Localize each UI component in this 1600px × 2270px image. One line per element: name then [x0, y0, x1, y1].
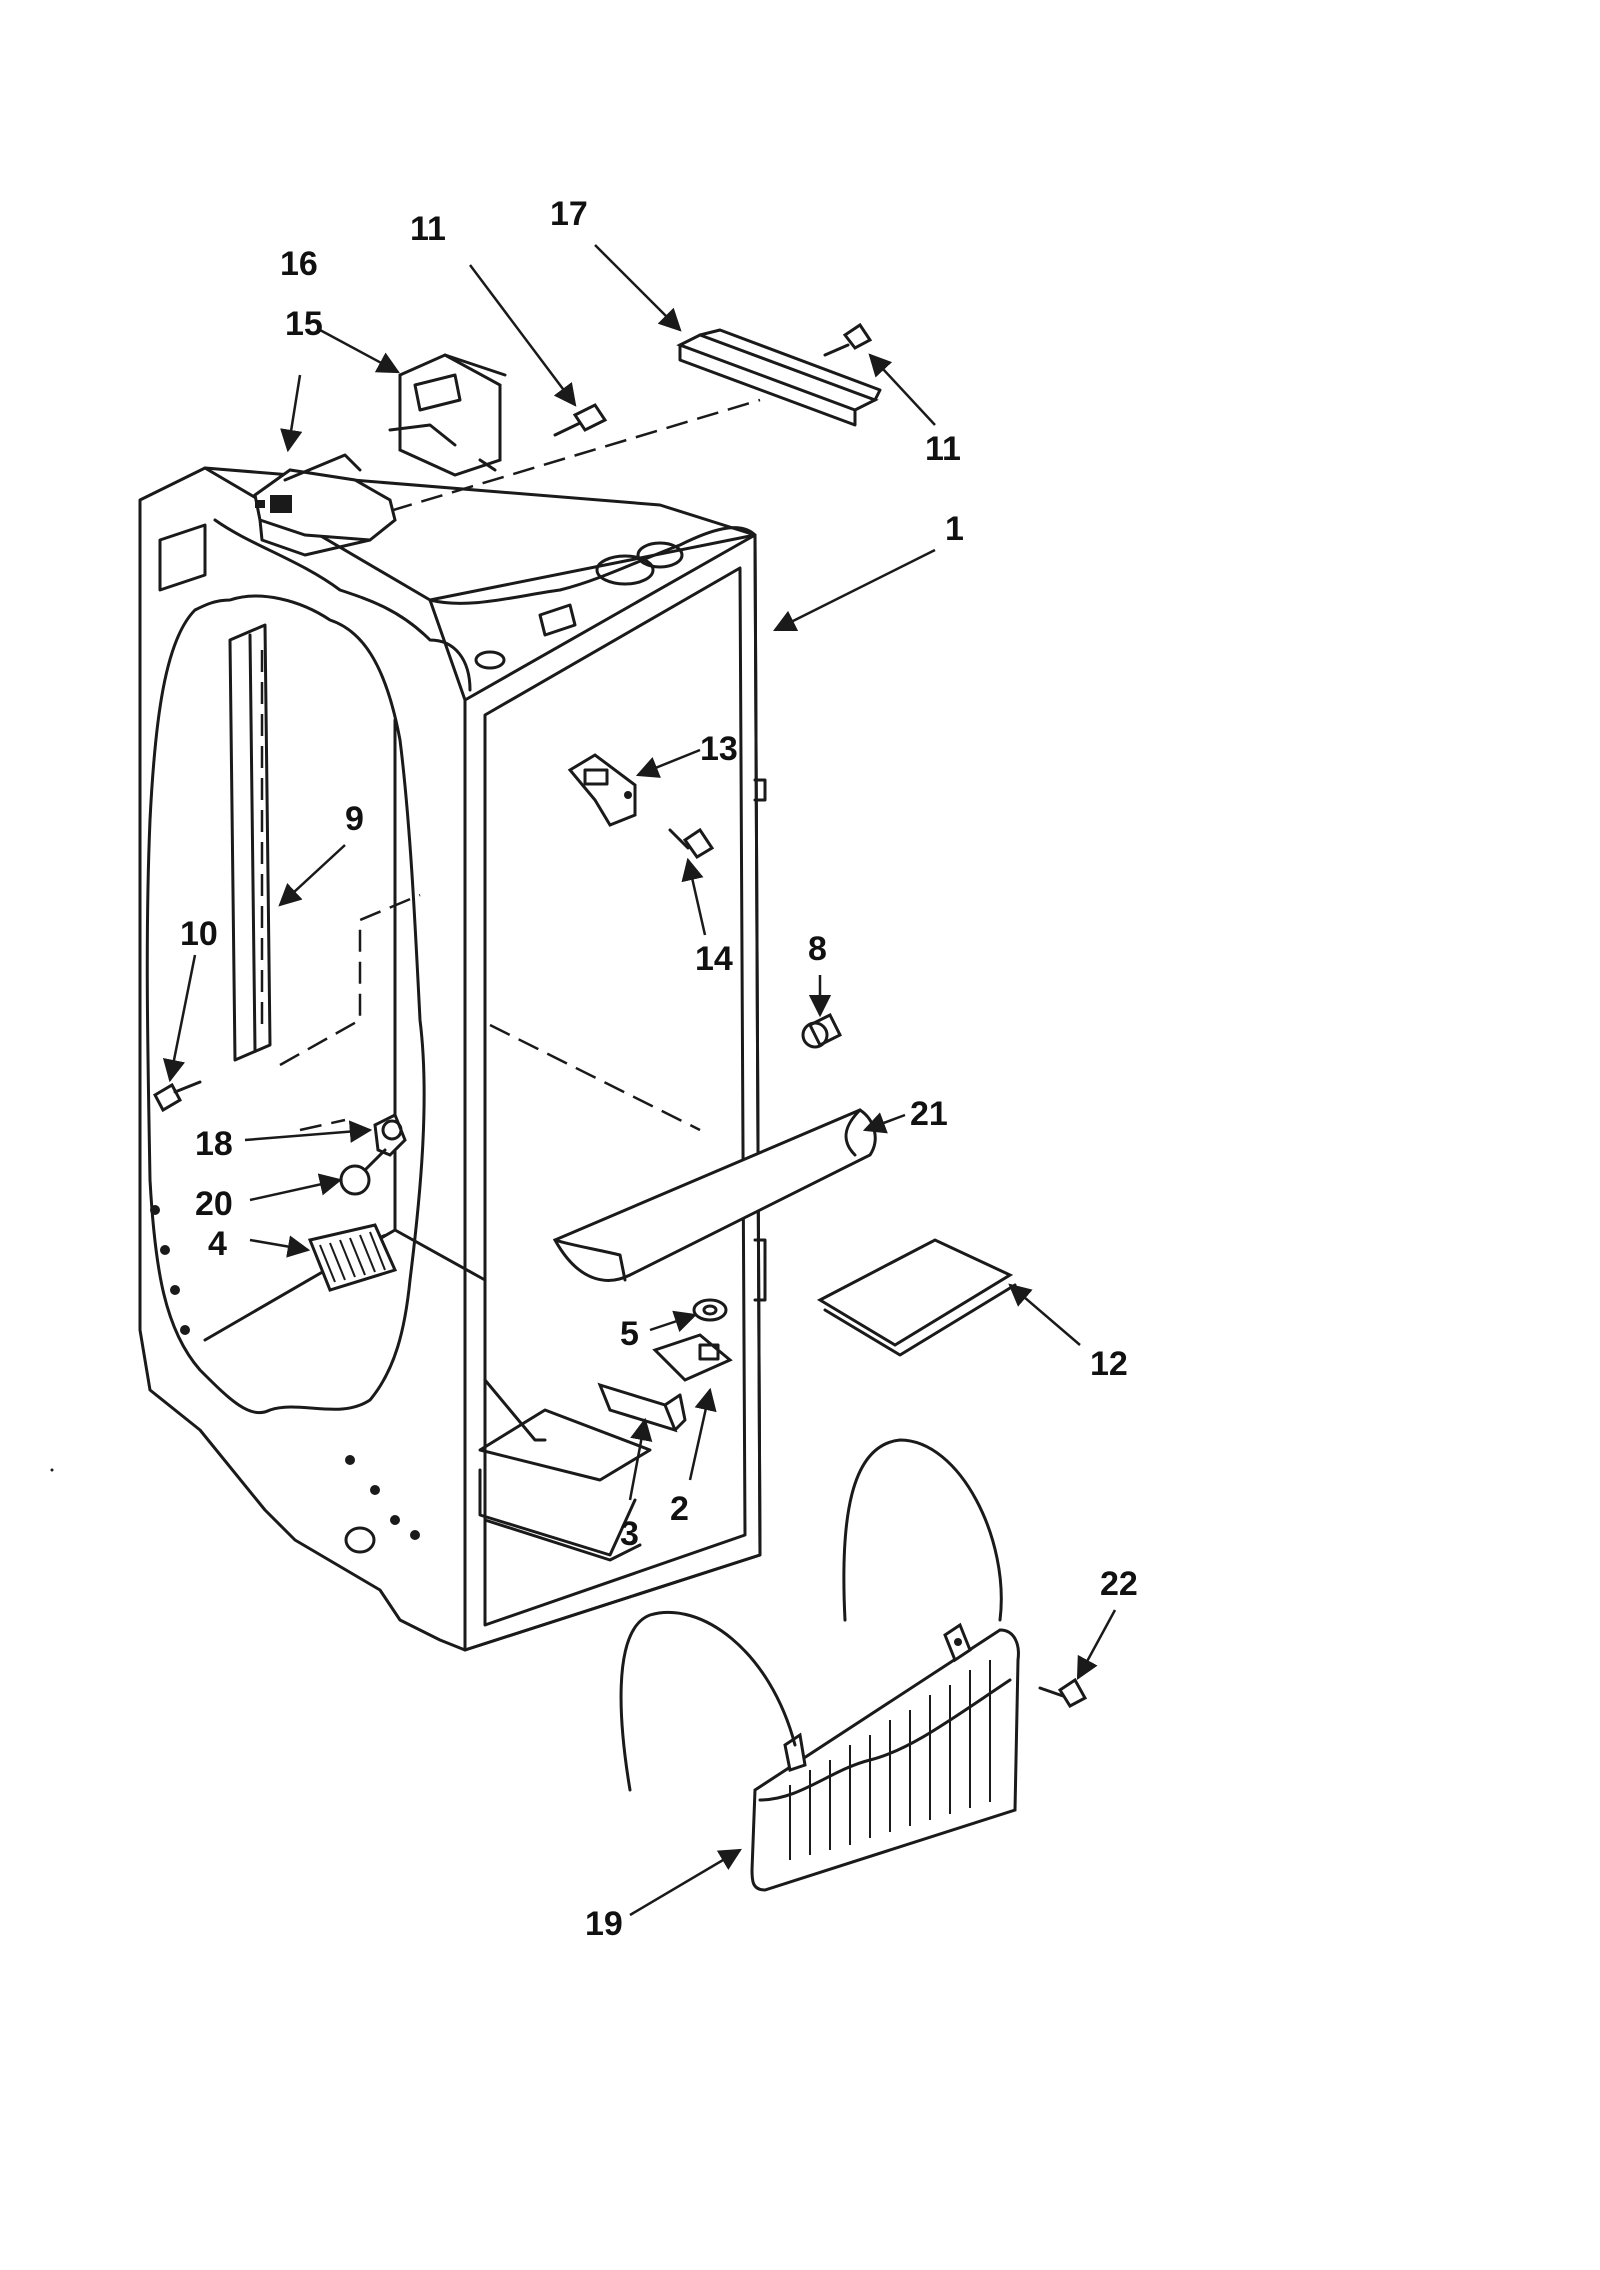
part-18-lamp-socket: [373, 1112, 407, 1157]
part-20-bulb: [339, 1148, 387, 1196]
callout-21: 21: [910, 1095, 948, 1133]
part-15-control-housing: [253, 453, 397, 557]
part-4-grille: [307, 1223, 398, 1292]
cabinet-liner: [138, 466, 767, 1652]
callout-5: 5: [620, 1315, 639, 1353]
callout-8: 8: [808, 930, 827, 968]
callout-17: 17: [550, 195, 588, 233]
part-14-screw: [668, 827, 715, 860]
part-21-light-shield: [552, 1108, 877, 1282]
callout-20: 20: [195, 1185, 233, 1223]
callout-13: 13: [700, 730, 738, 768]
callout-labels: 1 2 3 4 5 8 9 10 11 11 12 13 14 15 16 17…: [180, 195, 1138, 1943]
callout-11-right: 11: [925, 430, 961, 468]
callout-9: 9: [345, 800, 364, 838]
part-3-bracket: [597, 1382, 687, 1433]
part-2-bracket: [652, 1333, 733, 1382]
callout-14: 14: [695, 940, 733, 978]
callout-4: 4: [208, 1225, 227, 1263]
callout-15: 15: [285, 305, 323, 343]
part-19-heater-assembly: [619, 1438, 1020, 1892]
part-16-bracket: [388, 353, 507, 477]
callout-19: 19: [585, 1905, 623, 1943]
callout-22: 22: [1100, 1565, 1138, 1603]
scan-speck: [50, 1468, 54, 1472]
part-17-rail: [676, 328, 882, 427]
callout-2: 2: [670, 1490, 689, 1528]
callout-3: 3: [620, 1515, 639, 1553]
part-22-screw: [1038, 1677, 1088, 1708]
part-12-cover-panel: [816, 1238, 1017, 1357]
part-8-plug: [801, 1012, 843, 1049]
callout-11-top: 11: [410, 210, 446, 248]
part-11-screw-top: [553, 403, 608, 437]
callout-10: 10: [180, 915, 218, 953]
part-11-screw-right: [823, 322, 873, 357]
callout-12: 12: [1090, 1345, 1128, 1383]
part-13-bracket: [567, 753, 637, 827]
callout-18: 18: [195, 1125, 233, 1163]
part-10-screw: [152, 1080, 202, 1113]
callout-16: 16: [280, 245, 318, 283]
part-5-grommet: [692, 1298, 728, 1322]
callout-1: 1: [945, 510, 964, 548]
leader-lines: [162, 244, 1117, 1917]
